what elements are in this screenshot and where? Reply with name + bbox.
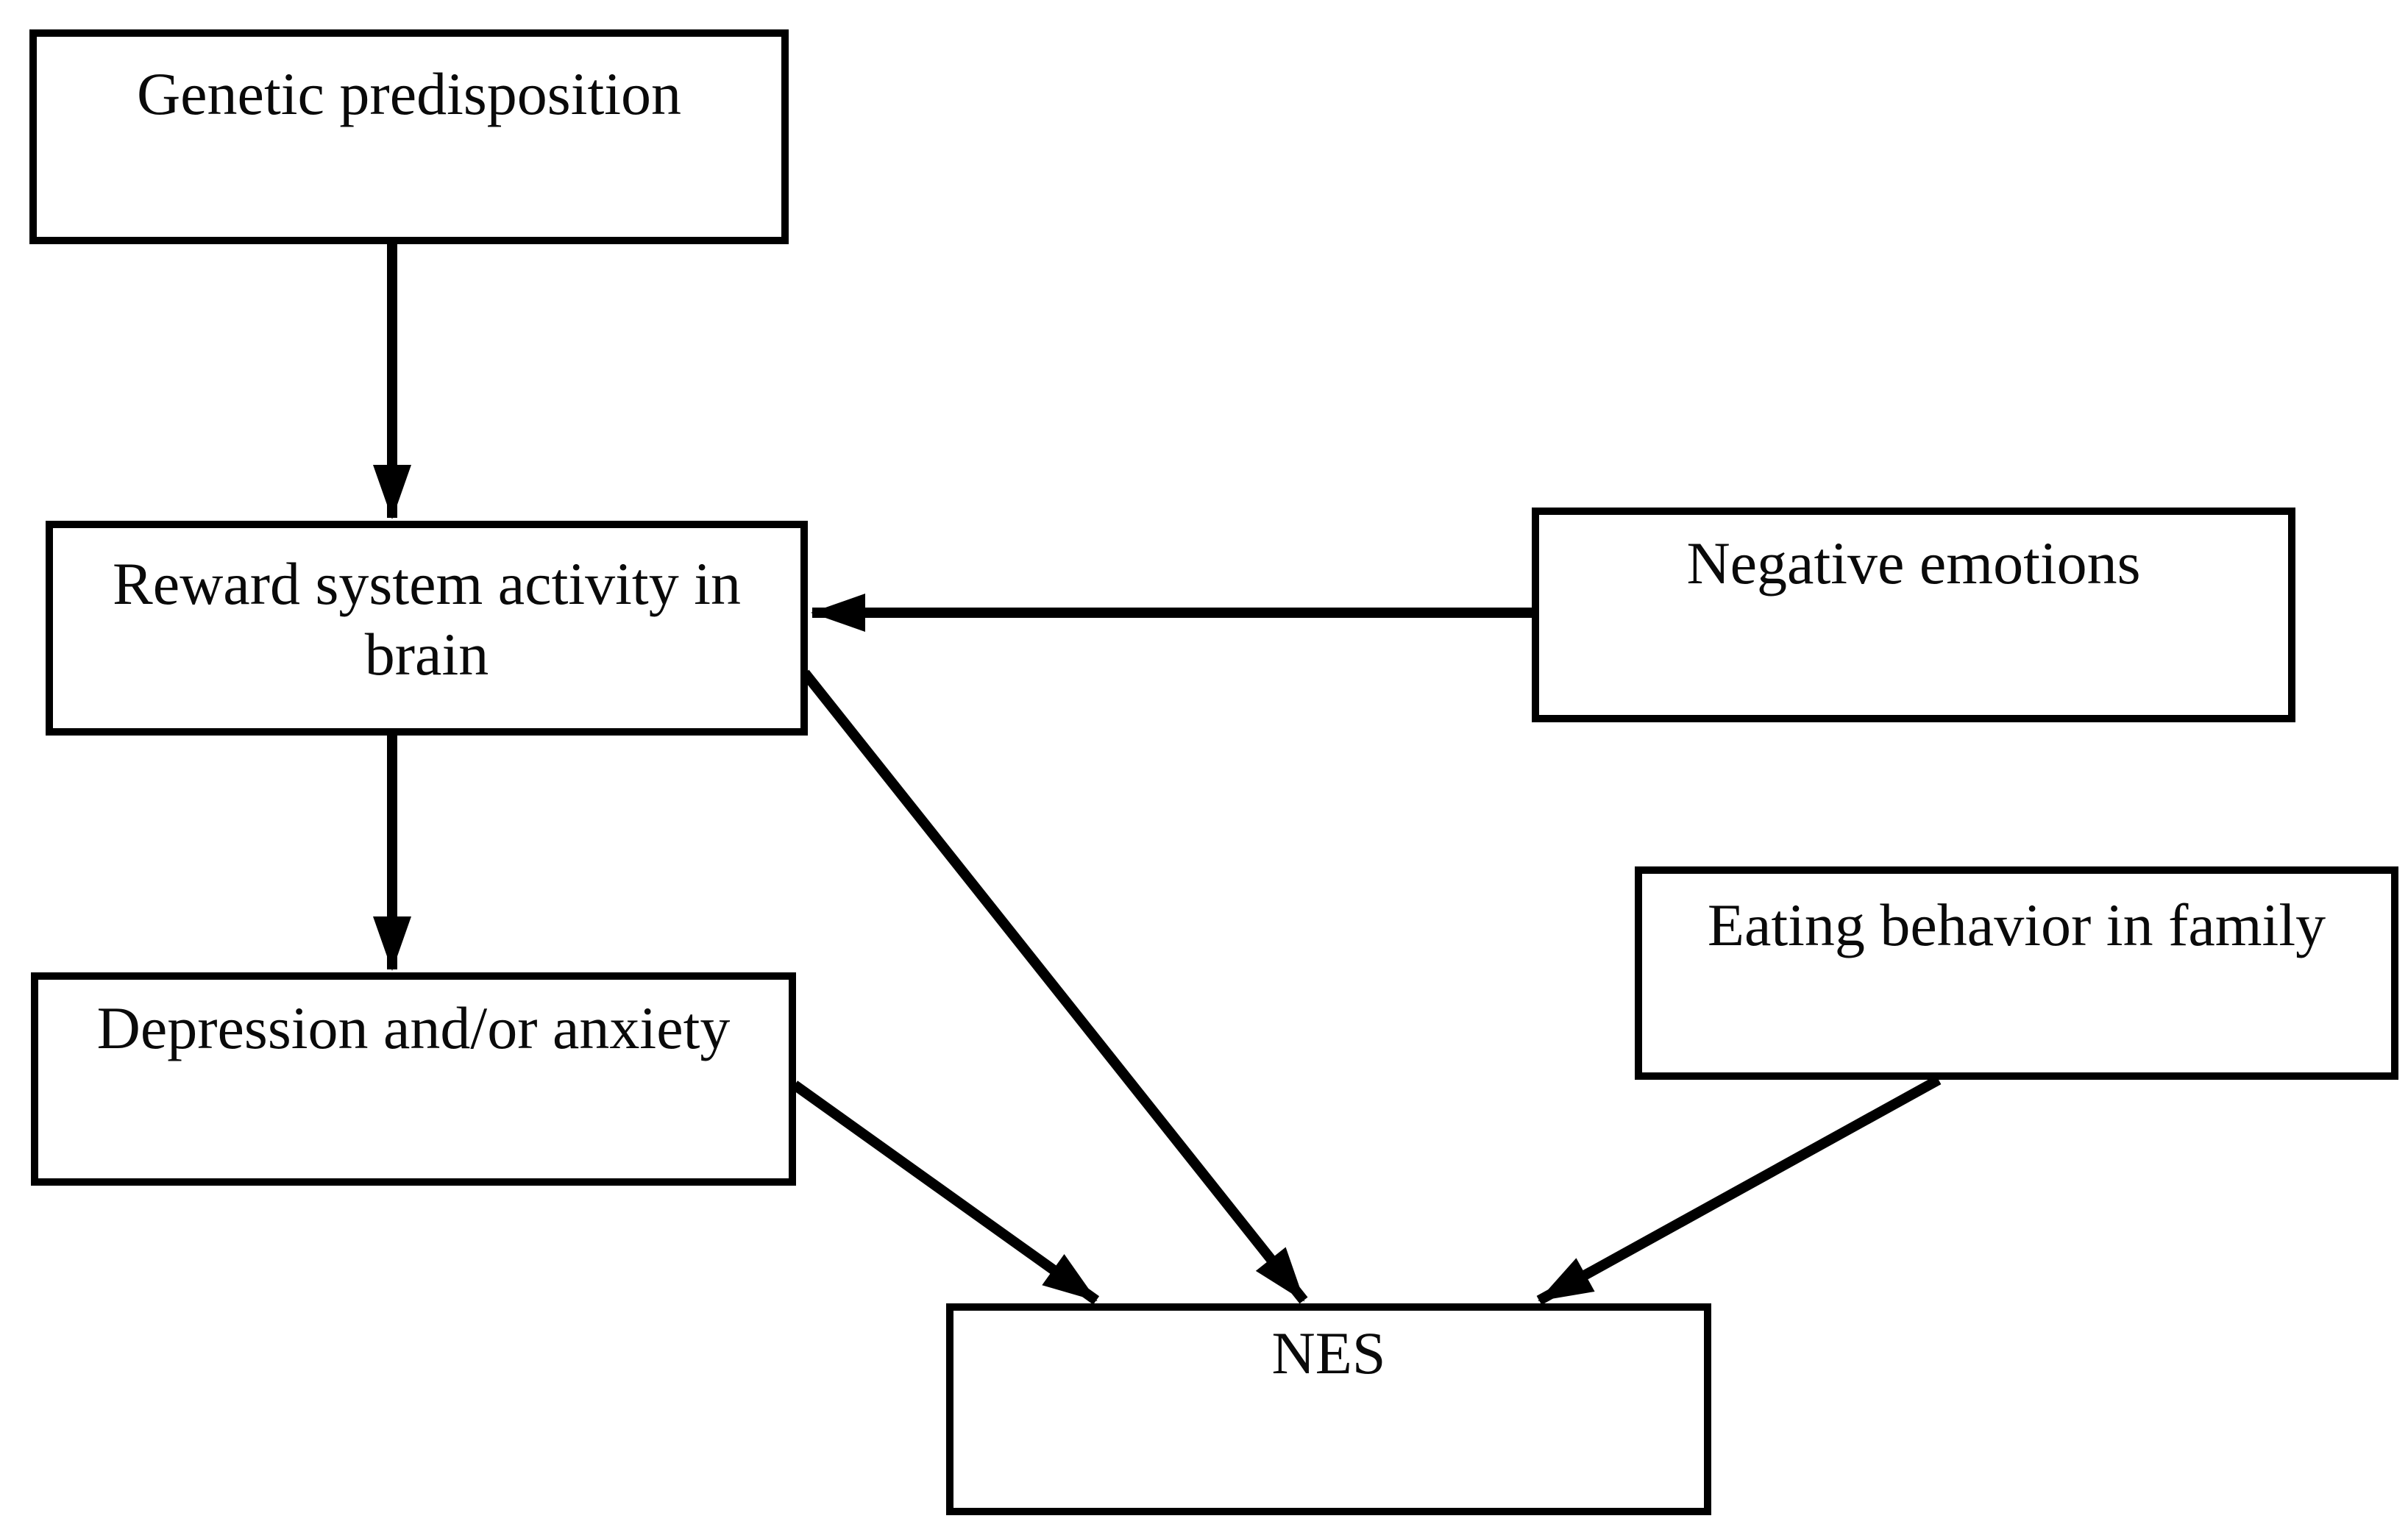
arrow-reward-to-nes	[800, 669, 1308, 1304]
node-nes-label: NES	[1271, 1320, 1386, 1386]
node-eating-behavior-in-family: Eating behavior in family	[1635, 866, 2398, 1080]
arrow-depression-to-nes	[791, 1080, 1100, 1305]
node-eating-behavior-in-family-label: Eating behavior in family	[1707, 891, 2326, 958]
node-nes: NES	[946, 1303, 1711, 1515]
node-genetic-predisposition-label: Genetic predisposition	[136, 60, 682, 127]
node-depression-anxiety: Depression and/or anxiety	[31, 972, 796, 1186]
node-reward-system-activity: Reward system activity in brain	[46, 521, 808, 736]
node-reward-system-activity-label: Reward system activity in brain	[113, 550, 741, 688]
node-negative-emotions-label: Negative emotions	[1686, 530, 2141, 597]
arrow-eating-to-nes	[1536, 1075, 1942, 1306]
node-depression-anxiety-label: Depression and/or anxiety	[96, 994, 731, 1061]
node-negative-emotions: Negative emotions	[1532, 508, 2295, 722]
node-genetic-predisposition: Genetic predisposition	[29, 29, 789, 244]
